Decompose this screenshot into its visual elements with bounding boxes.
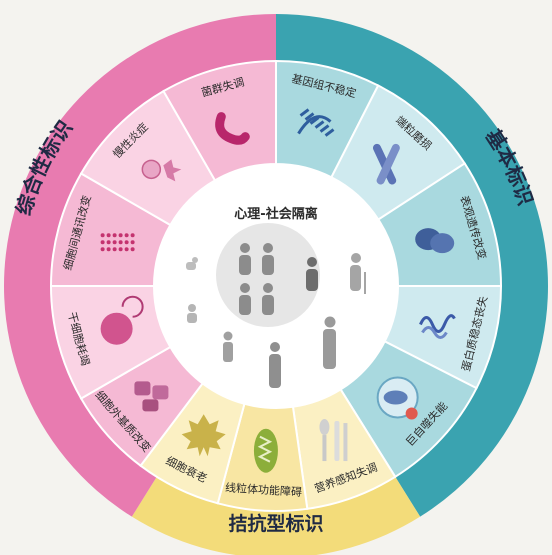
walking-man-icon [323, 316, 336, 369]
stem-icon [100, 295, 144, 345]
antagonistic-group-title: 拮抗型标识 [228, 512, 323, 535]
isolated-people-icon [239, 243, 274, 315]
antagonistic-ring-band [131, 476, 421, 555]
dysbiosis-icon [215, 112, 250, 145]
lone-person-icon [306, 257, 318, 291]
epigenetic-icon [415, 228, 455, 254]
elderly-with-cane-icon [350, 253, 366, 294]
ecm-icon [134, 381, 169, 412]
seated-child-icon [187, 304, 197, 323]
nutrient-icon [319, 419, 348, 462]
label-mito: 线粒体功能障碍 [225, 480, 303, 499]
outer-ring [4, 14, 548, 555]
telomere-icon [372, 143, 400, 185]
primary-ring-band [276, 14, 548, 517]
inflammation-icon [141, 159, 182, 182]
autophagy-icon [376, 376, 419, 420]
mito-icon [253, 428, 278, 473]
proteostasis-icon [419, 314, 456, 339]
senescence-icon [181, 414, 226, 457]
communication-icon [100, 233, 135, 252]
hallmark-icons [100, 108, 456, 473]
standing-person-icon [269, 342, 281, 388]
child-icon [223, 331, 233, 362]
dog-icon [186, 257, 198, 270]
integrative-ring-band [4, 14, 276, 517]
genome-icon [297, 108, 335, 137]
center-title: 心理-社会隔离 [234, 206, 317, 222]
